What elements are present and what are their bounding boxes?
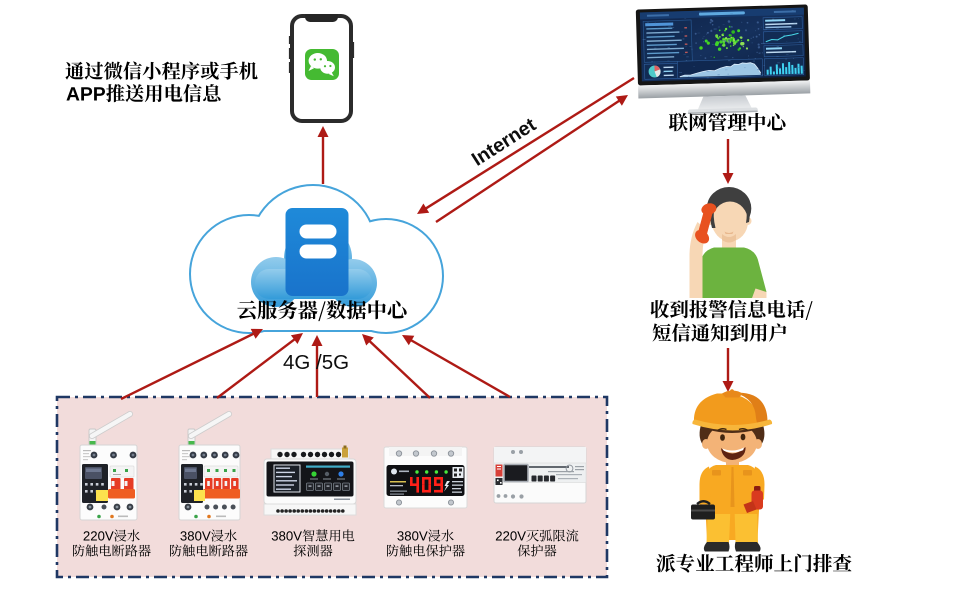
svg-text:4G /5G: 4G /5G <box>283 351 349 374</box>
